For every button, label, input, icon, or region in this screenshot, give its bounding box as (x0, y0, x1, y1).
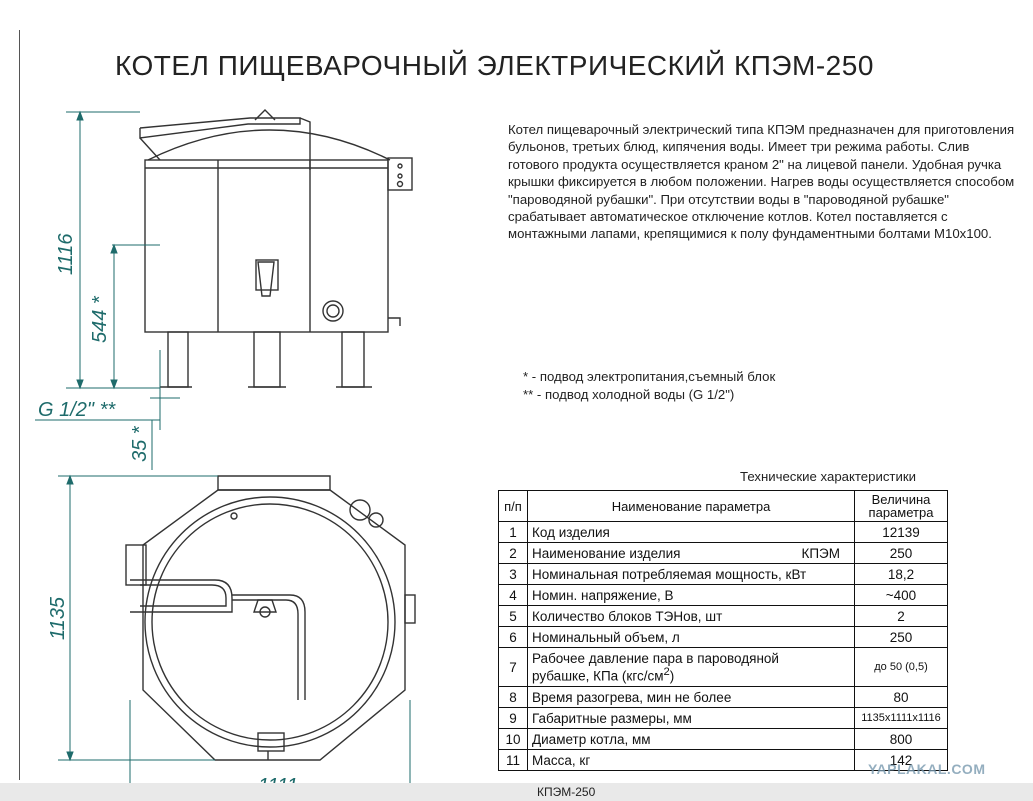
table-row: 8 Время разогрева, мин не более 80 (498, 686, 948, 708)
table-row: 6 Номинальный объем, л 250 (498, 626, 948, 648)
table-row: 10 Диаметр котла, мм 800 (498, 728, 948, 750)
table-row: 5 Количество блоков ТЭНов, шт 2 (498, 605, 948, 627)
side-elevation-view (139, 109, 413, 388)
footer-caption: КПЭМ-250 (537, 785, 596, 799)
plan-dimensions (58, 474, 411, 800)
specs-caption: Технические характеристики (740, 469, 916, 484)
frame-border (19, 30, 20, 780)
header-num: п/п (498, 490, 528, 522)
header-value: Величина параметра (854, 490, 948, 522)
table-row: 7 Рабочее давление пара в пароводяной ру… (498, 647, 948, 687)
footnote-water: ** - подвод холодной воды (G 1/2") (523, 387, 735, 402)
table-row: 9 Габаритные размеры, мм 1135х1111х1116 (498, 707, 948, 729)
header-name: Наименование параметра (527, 490, 855, 522)
specs-table: п/п Наименование параметра Величина пара… (498, 490, 948, 771)
table-row: 4 Номин. напряжение, В ~400 (498, 584, 948, 606)
table-row: 11 Масса, кг 142 (498, 749, 948, 771)
footnotes: * - подвод электропитания,съемный блок *… (523, 368, 775, 404)
side-dimensions (35, 110, 180, 470)
footnote-power: * - подвод электропитания,съемный блок (523, 369, 776, 384)
dim-floor-gap: 35 * (129, 425, 151, 462)
table-row: 1 Код изделия 12139 (498, 521, 948, 543)
table-row: 3 Номинальная потребляемая мощность, кВт… (498, 563, 948, 585)
dim-height-total: 1116 (55, 233, 77, 275)
plan-view (125, 475, 416, 761)
footer-bar (0, 783, 1033, 801)
watermark: YAPLAKAL.COM (868, 761, 986, 777)
specs-header-row: п/п Наименование параметра Величина пара… (498, 490, 948, 522)
product-description: Котел пищеварочный электрический типа КП… (508, 122, 1015, 242)
page-title: КОТЕЛ ПИЩЕВАРОЧНЫЙ ЭЛЕКТРИЧЕСКИЙ КПЭМ-25… (115, 50, 874, 81)
dim-water-inlet: G 1/2" ** (38, 399, 116, 421)
dim-depth: 1135 (47, 596, 69, 640)
dim-height-power: 544 * (89, 295, 111, 343)
